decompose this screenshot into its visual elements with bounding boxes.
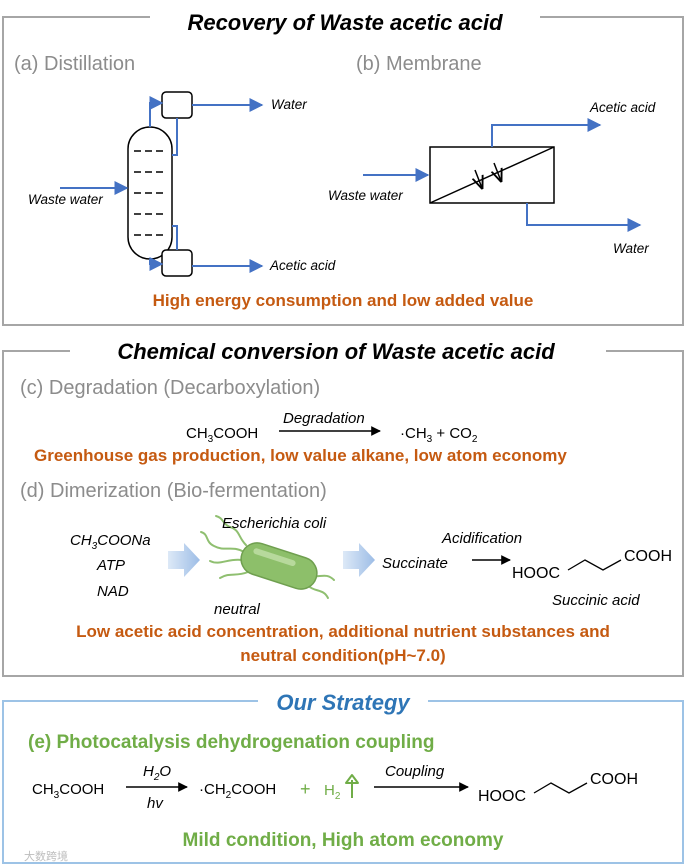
reboiler bbox=[161, 249, 193, 277]
acidification-label: Acidification bbox=[441, 530, 522, 547]
column-trays bbox=[134, 150, 166, 236]
condenser bbox=[161, 91, 193, 119]
strategy-conclusion: Mild condition, High atom economy bbox=[183, 830, 504, 851]
e-coli-icon bbox=[200, 515, 335, 599]
dimerization-conclusion-line1: Low acetic acid concentration, additiona… bbox=[76, 622, 610, 641]
distillation-label: (a) Distillation bbox=[14, 53, 135, 75]
product-arrow bbox=[343, 543, 375, 577]
degradation-arrow-label: Degradation bbox=[283, 410, 365, 427]
fermentation-input-2: ATP bbox=[96, 557, 125, 574]
section-chemical-conversion: Chemical conversion of Waste acetic acid… bbox=[2, 338, 684, 677]
strategy-arrow-bottom: hv bbox=[147, 795, 164, 812]
fermentation-input-3: NAD bbox=[97, 583, 129, 600]
fermentation-condition: neutral bbox=[214, 601, 261, 618]
e-coli-label: Escherichia coli bbox=[222, 515, 327, 532]
membrane-diagram: Waste water Acetic acid Water bbox=[328, 100, 656, 256]
coupling-label: Coupling bbox=[385, 763, 445, 780]
section-strategy: Our Strategy (e) Photocatalysis dehydrog… bbox=[2, 688, 684, 864]
membrane-bottom-output: Water bbox=[613, 241, 649, 256]
distillation-input-label: Waste water bbox=[28, 192, 103, 207]
degradation-label: (c) Degradation (Decarboxylation) bbox=[20, 377, 320, 399]
distillation-bottom-output: Acetic acid bbox=[269, 258, 336, 273]
succinic-acid-left: HOOC bbox=[512, 565, 560, 582]
succinic-acid-right: COOH bbox=[624, 548, 672, 565]
degradation-products: ·CH3 + CO2 bbox=[400, 425, 478, 445]
permeation-arrow bbox=[475, 169, 482, 188]
section-strategy-title: Our Strategy bbox=[276, 690, 411, 715]
watermark: 大数跨境 bbox=[24, 849, 68, 863]
strategy-product-right: COOH bbox=[590, 771, 638, 788]
distillation-top-output: Water bbox=[271, 97, 307, 112]
strategy-product-left: HOOC bbox=[478, 788, 526, 805]
succinate-label: Succinate bbox=[382, 555, 448, 572]
strategy-product-structure: HOOC COOH bbox=[478, 771, 638, 805]
section-recovery-title: Recovery of Waste acetic acid bbox=[187, 10, 503, 35]
distillation-column-diagram: Waste water Water Acetic acid bbox=[28, 91, 336, 277]
succinic-acid-name: Succinic acid bbox=[552, 592, 640, 609]
membrane-input-label: Waste water bbox=[328, 188, 403, 203]
strategy-arrow-top: H2O bbox=[143, 763, 171, 783]
section-recovery: Recovery of Waste acetic acid (a) Distil… bbox=[2, 6, 684, 326]
feed-arrow bbox=[168, 543, 200, 577]
dimerization-label: (d) Dimerization (Bio-fermentation) bbox=[20, 480, 327, 502]
photocatalysis-label: (e) Photocatalysis dehydrogenation coupl… bbox=[28, 732, 434, 753]
recovery-conclusion: High energy consumption and low added va… bbox=[153, 291, 534, 310]
permeation-arrow bbox=[494, 162, 501, 181]
strategy-reactant: CH3COOH bbox=[32, 781, 104, 801]
section-conversion-title: Chemical conversion of Waste acetic acid bbox=[117, 339, 555, 364]
fermentation-input-1: CH3COONa bbox=[70, 532, 151, 552]
membrane-top-output: Acetic acid bbox=[589, 100, 656, 115]
strategy-byproduct: H2 bbox=[324, 782, 341, 802]
degradation-reactant: CH3COOH bbox=[186, 425, 258, 445]
membrane-label: (b) Membrane bbox=[356, 53, 482, 75]
dimerization-conclusion-line2: neutral condition(pH~7.0) bbox=[240, 646, 445, 665]
degradation-conclusion: Greenhouse gas production, low value alk… bbox=[34, 446, 567, 465]
strategy-plus: + bbox=[300, 779, 311, 799]
strategy-intermediate: ·CH2COOH bbox=[199, 781, 276, 801]
succinic-acid-structure: HOOC COOH bbox=[512, 548, 672, 582]
